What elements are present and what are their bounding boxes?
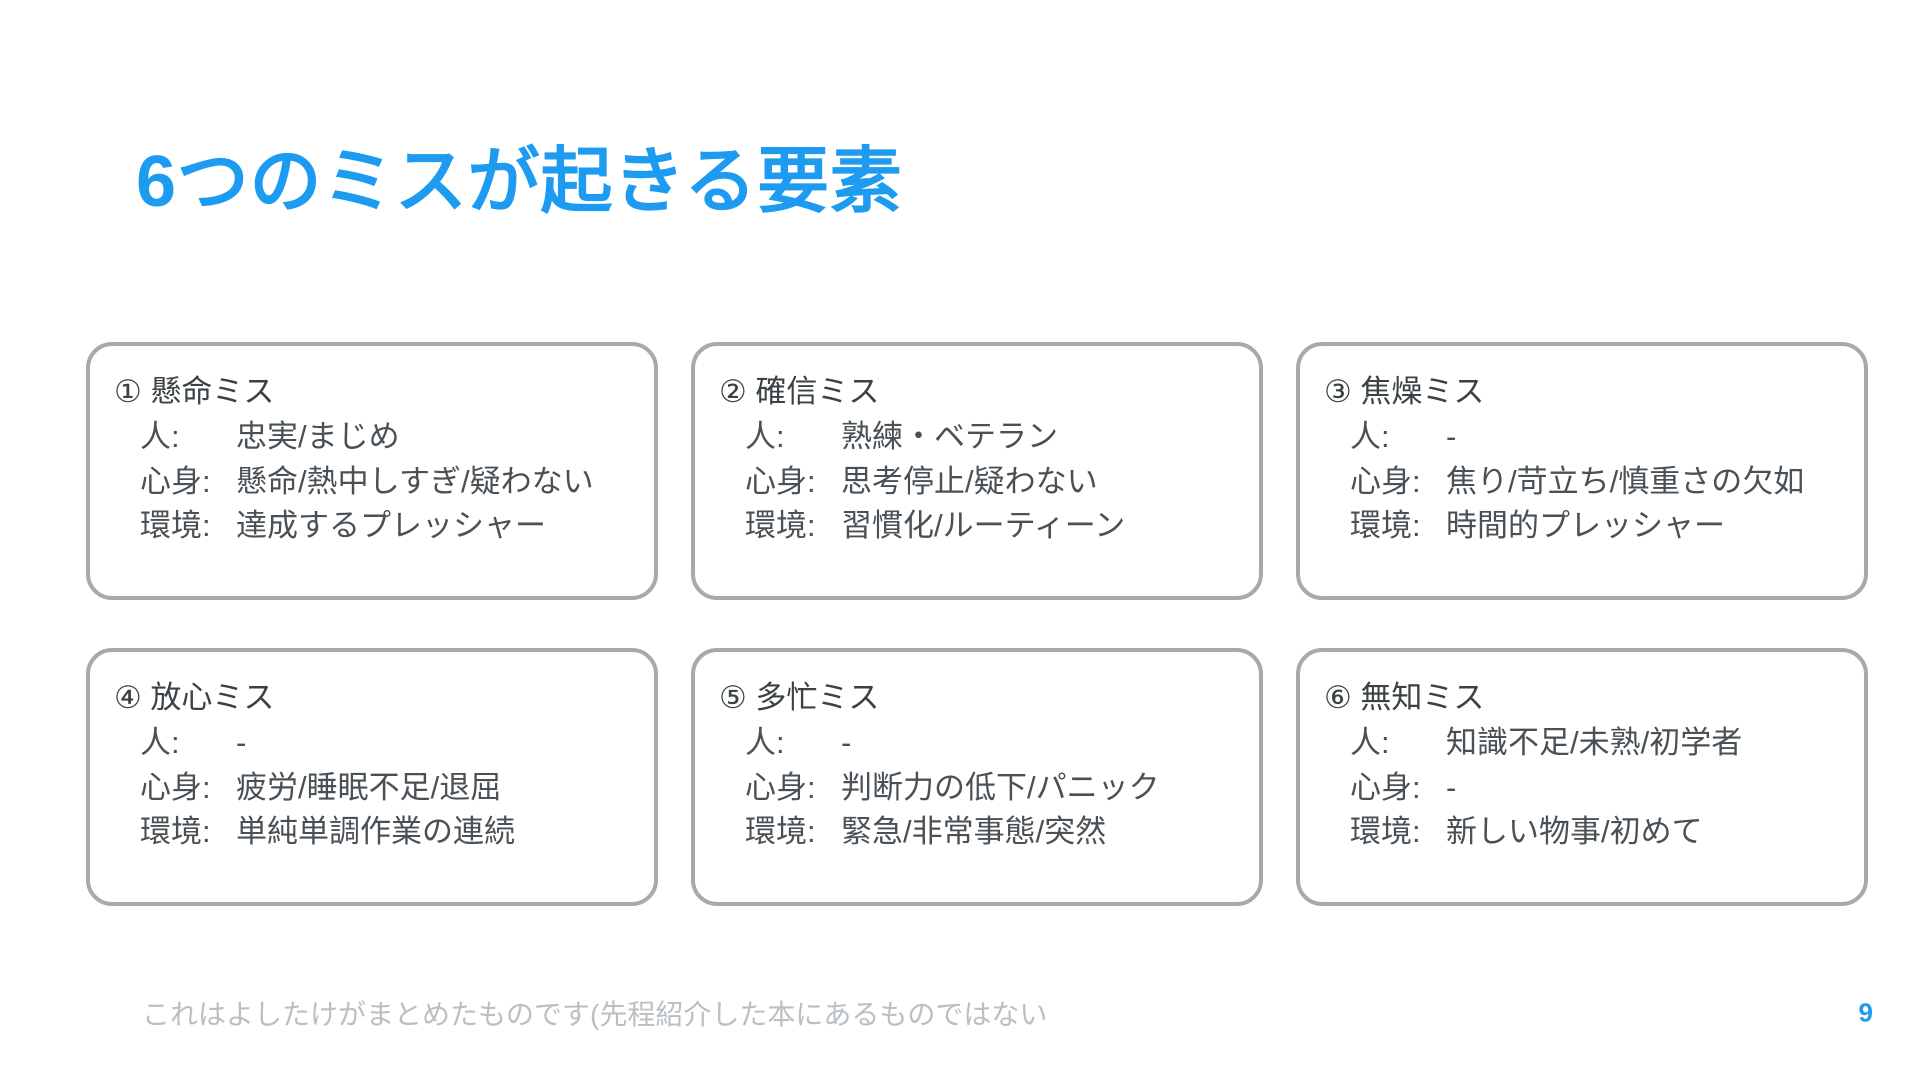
card-row-mind-body: 心身: - — [1350, 766, 1840, 811]
row-label: 人: — [1350, 418, 1390, 454]
row-label: 環境: — [140, 814, 211, 850]
row-label: 人: — [745, 418, 785, 454]
card-title: ④ 放心ミス — [114, 680, 275, 715]
row-label: 環境: — [745, 508, 816, 544]
row-value: 緊急/非常事態/突然 — [841, 814, 1107, 850]
row-value: 思考停止/疑わない — [841, 463, 1098, 499]
row-value: - — [841, 724, 852, 760]
card-title: ⑥ 無知ミス — [1324, 680, 1485, 715]
row-label: 心身: — [140, 463, 211, 499]
misstype-card-4[interactable]: ④ 放心ミス 人: - 心身: 疲労/睡眠不足/退屈 環境: 単純単調作業の連続 — [86, 648, 658, 906]
card-row-environment: 環境: 単純単調作業の連続 — [140, 810, 630, 855]
row-value: 熟練・ベテラン — [841, 418, 1058, 454]
row-label: 人: — [1350, 724, 1390, 760]
card-title: ② 確信ミス — [719, 374, 880, 409]
card-row-mind-body: 心身: 懸命/熱中しすぎ/疑わない — [140, 460, 630, 505]
row-value: - — [1446, 418, 1457, 454]
card-row-mind-body: 心身: 思考停止/疑わない — [745, 460, 1235, 505]
card-row-environment: 環境: 緊急/非常事態/突然 — [745, 810, 1235, 855]
card-rows: 人: - 心身: 判断力の低下/パニック 環境: 緊急/非常事態/突然 — [719, 721, 1235, 855]
misstype-card-grid: ① 懸命ミス 人: 忠実/まじめ 心身: 懸命/熱中しすぎ/疑わない 環境: 達… — [86, 342, 1868, 906]
row-label: 人: — [745, 724, 785, 760]
card-row-environment: 環境: 時間的プレッシャー — [1350, 504, 1840, 549]
row-value: 単純単調作業の連続 — [236, 814, 515, 850]
row-label: 環境: — [745, 814, 816, 850]
row-value: 時間的プレッシャー — [1446, 508, 1725, 544]
card-row-person: 人: - — [1350, 415, 1840, 460]
card-row-environment: 環境: 新しい物事/初めて — [1350, 810, 1840, 855]
card-row-person: 人: 熟練・ベテラン — [745, 415, 1235, 460]
row-value: 懸命/熱中しすぎ/疑わない — [236, 463, 594, 499]
card-rows: 人: 知識不足/未熟/初学者 心身: - 環境: 新しい物事/初めて — [1324, 721, 1840, 855]
card-row-mind-body: 心身: 疲労/睡眠不足/退屈 — [140, 766, 630, 811]
row-label: 環境: — [1350, 814, 1421, 850]
misstype-card-6[interactable]: ⑥ 無知ミス 人: 知識不足/未熟/初学者 心身: - 環境: 新しい物事/初め… — [1296, 648, 1868, 906]
row-label: 環境: — [140, 508, 211, 544]
row-value: 達成するプレッシャー — [236, 508, 546, 544]
card-title: ③ 焦燥ミス — [1324, 374, 1485, 409]
card-rows: 人: - 心身: 焦り/苛立ち/慎重さの欠如 環境: 時間的プレッシャー — [1324, 415, 1840, 549]
row-value: 習慣化/ルーティーン — [841, 508, 1126, 544]
row-label: 心身: — [1350, 769, 1421, 805]
misstype-card-1[interactable]: ① 懸命ミス 人: 忠実/まじめ 心身: 懸命/熱中しすぎ/疑わない 環境: 達… — [86, 342, 658, 600]
row-value: 知識不足/未熟/初学者 — [1446, 724, 1743, 760]
row-value: - — [236, 724, 247, 760]
card-row-person: 人: 忠実/まじめ — [140, 415, 630, 460]
card-title: ⑤ 多忙ミス — [719, 680, 880, 715]
card-row-environment: 環境: 達成するプレッシャー — [140, 504, 630, 549]
card-rows: 人: 熟練・ベテラン 心身: 思考停止/疑わない 環境: 習慣化/ルーティーン — [719, 415, 1235, 549]
row-value: 忠実/まじめ — [236, 418, 400, 454]
row-value: 判断力の低下/パニック — [841, 769, 1160, 805]
row-label: 人: — [140, 418, 180, 454]
card-rows: 人: - 心身: 疲労/睡眠不足/退屈 環境: 単純単調作業の連続 — [114, 721, 630, 855]
misstype-card-3[interactable]: ③ 焦燥ミス 人: - 心身: 焦り/苛立ち/慎重さの欠如 環境: 時間的プレッ… — [1296, 342, 1868, 600]
row-value: - — [1446, 769, 1457, 805]
misstype-card-5[interactable]: ⑤ 多忙ミス 人: - 心身: 判断力の低下/パニック 環境: 緊急/非常事態/… — [691, 648, 1263, 906]
row-label: 心身: — [745, 463, 816, 499]
row-value: 新しい物事/初めて — [1446, 814, 1703, 850]
card-rows: 人: 忠実/まじめ 心身: 懸命/熱中しすぎ/疑わない 環境: 達成するプレッシ… — [114, 415, 630, 549]
page-number: 9 — [1858, 997, 1873, 1028]
page-title: 6つのミスが起きる要素 — [136, 142, 903, 223]
row-value: 疲労/睡眠不足/退屈 — [236, 769, 502, 805]
card-row-person: 人: - — [140, 721, 630, 766]
row-label: 心身: — [745, 769, 816, 805]
row-label: 環境: — [1350, 508, 1421, 544]
card-row-mind-body: 心身: 判断力の低下/パニック — [745, 766, 1235, 811]
card-row-person: 人: - — [745, 721, 1235, 766]
row-value: 焦り/苛立ち/慎重さの欠如 — [1446, 463, 1805, 499]
misstype-card-2[interactable]: ② 確信ミス 人: 熟練・ベテラン 心身: 思考停止/疑わない 環境: 習慣化/… — [691, 342, 1263, 600]
row-label: 心身: — [1350, 463, 1421, 499]
row-label: 人: — [140, 724, 180, 760]
card-row-mind-body: 心身: 焦り/苛立ち/慎重さの欠如 — [1350, 460, 1840, 505]
footer-note: これはよしたけがまとめたものです(先程紹介した本にあるものではない — [142, 999, 1048, 1030]
card-row-environment: 環境: 習慣化/ルーティーン — [745, 504, 1235, 549]
card-row-person: 人: 知識不足/未熟/初学者 — [1350, 721, 1840, 766]
row-label: 心身: — [140, 769, 211, 805]
card-title: ① 懸命ミス — [114, 374, 275, 409]
